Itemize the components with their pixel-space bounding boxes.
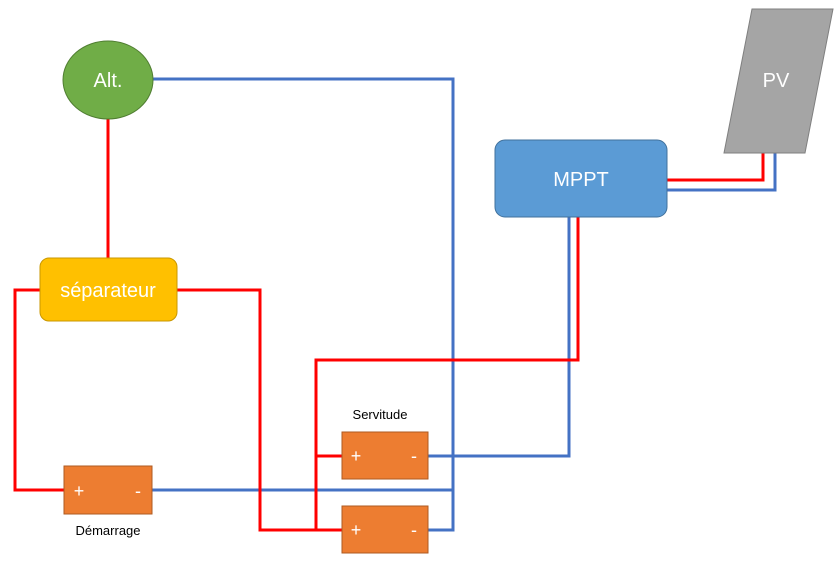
- service-2-minus-terminal: -: [411, 520, 417, 540]
- service-battery-1-shape: [341, 431, 429, 480]
- service-battery-2: + -: [341, 505, 429, 554]
- wire-pv-negative: [667, 153, 777, 192]
- mppt-shape: [494, 139, 668, 218]
- service-1-minus-terminal: -: [411, 446, 417, 466]
- wire-mppt-service-positive: [314, 216, 580, 532]
- separator-node: séparateur: [39, 257, 178, 322]
- pv-panel-node: PV: [723, 8, 834, 154]
- alternator-node: Alt.: [62, 40, 154, 120]
- wire-separator-service: [177, 288, 342, 532]
- alternator-shape: [62, 40, 154, 120]
- wire-separator-starter: [13, 288, 64, 492]
- alternator-label: Alt.: [94, 70, 123, 92]
- separator-shape: [39, 257, 178, 322]
- pv-label: PV: [763, 70, 790, 92]
- positive-wires: [13, 118, 765, 532]
- negative-wires: [152, 77, 777, 532]
- starter-minus-terminal: -: [135, 481, 141, 501]
- service-battery-1: Servitude + -: [341, 407, 429, 480]
- wire-mppt-service-negative: [428, 216, 571, 458]
- mppt-node: MPPT: [494, 139, 668, 218]
- service-2-plus-terminal: +: [351, 520, 362, 540]
- pv-panel-shape: [723, 8, 834, 154]
- starter-battery: + - Démarrage: [63, 465, 153, 538]
- wire-pv-positive: [667, 153, 765, 182]
- mppt-label: MPPT: [553, 169, 609, 191]
- service-battery-2-shape: [341, 505, 429, 554]
- wire-alternator-negative: [152, 77, 455, 532]
- starter-battery-label: Démarrage: [75, 523, 140, 538]
- service-1-plus-terminal: +: [351, 446, 362, 466]
- separator-label: séparateur: [60, 280, 156, 302]
- service-battery-label: Servitude: [353, 407, 408, 422]
- starter-plus-terminal: +: [74, 481, 85, 501]
- starter-battery-shape: [63, 465, 153, 515]
